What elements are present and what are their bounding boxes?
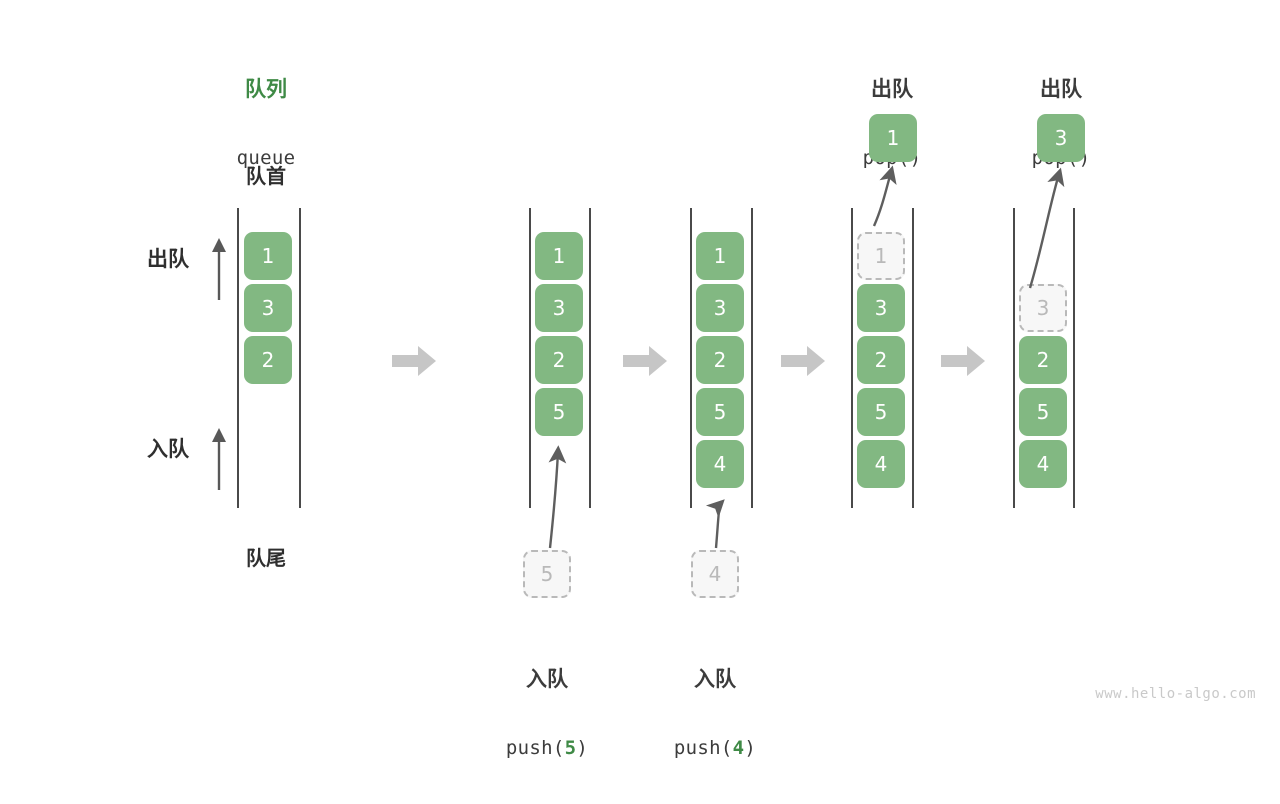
queue-rail-right-col1 <box>299 208 301 508</box>
front-label: 队首 <box>246 164 286 188</box>
queue-cell: 3 <box>535 284 583 332</box>
push5-caption-cn: 入队 <box>526 666 568 691</box>
dequeue-direction-arrow <box>210 236 228 302</box>
pop1-title-cn: 出队 <box>871 76 913 101</box>
queue-cell: 3 <box>244 284 292 332</box>
queue-rail-left-col5 <box>1013 208 1015 508</box>
queue-cell: 1 <box>244 232 292 280</box>
queue-cell: 4 <box>1019 440 1067 488</box>
queue-rail-left-col2 <box>529 208 531 508</box>
queue-title-cn: 队列 <box>245 76 287 101</box>
queue-cell: 2 <box>535 336 583 384</box>
rear-label: 队尾 <box>246 546 286 570</box>
watermark: www.hello-algo.com <box>1095 686 1256 702</box>
flow-arrow-icon <box>392 344 436 378</box>
pop3-title-cn: 出队 <box>1040 76 1082 101</box>
queue-cell-new: 5 <box>535 388 583 436</box>
push5-arg: 5 <box>564 736 577 759</box>
queue-cell: 5 <box>1019 388 1067 436</box>
queue-rail-left-col1 <box>237 208 239 508</box>
enqueue-direction-label: 入队 <box>147 437 189 461</box>
popped-value-cell: 1 <box>869 114 917 162</box>
queue-cell: 5 <box>857 388 905 436</box>
push5-caption-code: push(5) <box>505 736 589 759</box>
queue-cell-new: 4 <box>696 440 744 488</box>
incoming-ghost-cell: 4 <box>691 550 739 598</box>
queue-cell: 3 <box>857 284 905 332</box>
enqueue-direction-arrow <box>210 426 228 492</box>
column-caption-push5: 入队 push(5) <box>467 622 627 804</box>
queue-cell: 5 <box>696 388 744 436</box>
queue-cell: 2 <box>857 336 905 384</box>
queue-rail-left-col3 <box>690 208 692 508</box>
popped-ghost-cell: 3 <box>1019 284 1067 332</box>
flow-arrow-icon <box>941 344 985 378</box>
diagram-canvas: 队列 queue 队首 队尾 出队 入队 1 3 2 1 3 2 5 5 入队 … <box>147 32 1256 759</box>
queue-title-code: queue <box>236 146 296 169</box>
popped-value-cell: 3 <box>1037 114 1085 162</box>
push4-caption-cn: 入队 <box>694 666 736 691</box>
queue-cell: 3 <box>696 284 744 332</box>
queue-cell: 2 <box>244 336 292 384</box>
queue-rail-right-col3 <box>751 208 753 508</box>
queue-cell: 4 <box>857 440 905 488</box>
dequeue-direction-label: 出队 <box>147 247 189 271</box>
flow-arrow-icon <box>781 344 825 378</box>
incoming-ghost-cell: 5 <box>523 550 571 598</box>
queue-cell: 2 <box>696 336 744 384</box>
queue-cell: 2 <box>1019 336 1067 384</box>
column-caption-push4: 入队 push(4) <box>635 622 795 804</box>
push4-arg: 4 <box>732 736 745 759</box>
popped-ghost-cell: 1 <box>857 232 905 280</box>
queue-cell: 1 <box>535 232 583 280</box>
push4-caption-code: push(4) <box>673 736 757 759</box>
queue-rail-right-col5 <box>1073 208 1075 508</box>
flow-arrow-icon <box>623 344 667 378</box>
queue-rail-right-col4 <box>912 208 914 508</box>
queue-rail-left-col4 <box>851 208 853 508</box>
column-title-queue: 队列 queue <box>186 32 346 214</box>
queue-cell: 1 <box>696 232 744 280</box>
queue-rail-right-col2 <box>589 208 591 508</box>
